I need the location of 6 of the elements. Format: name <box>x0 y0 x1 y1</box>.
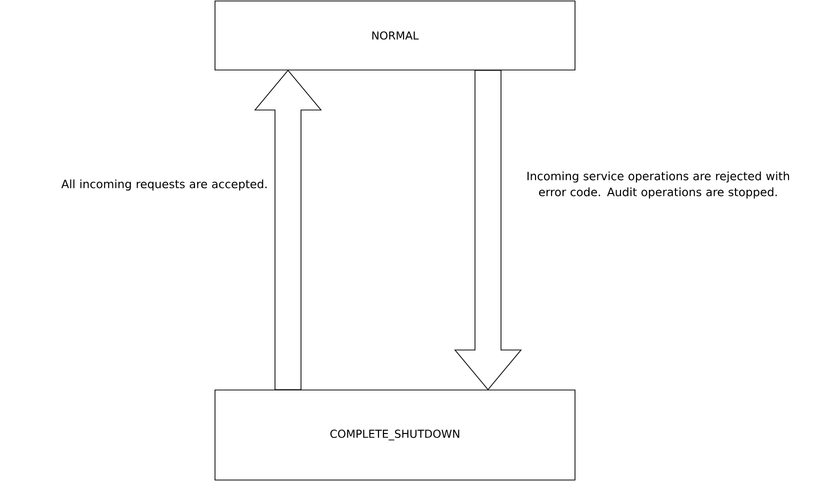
edge-label: All incoming requests are accepted. <box>61 179 267 191</box>
block-arrow <box>254 70 322 390</box>
block-arrow <box>454 70 522 390</box>
state-box: NORMAL <box>214 0 576 70</box>
edge-label: Incoming service operations are rejected with error code. Audit operations are stopped. <box>528 171 790 198</box>
state-box: COMPLETE_SHUTDOWN <box>214 390 576 480</box>
